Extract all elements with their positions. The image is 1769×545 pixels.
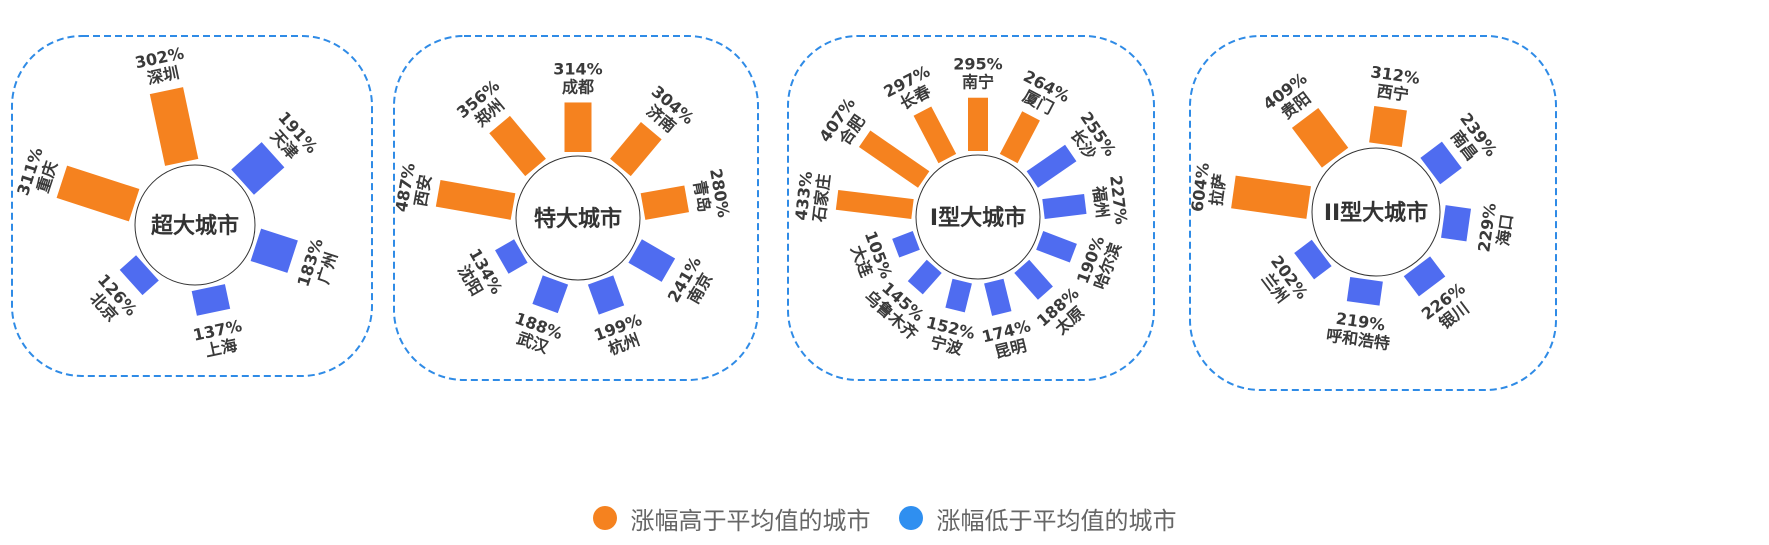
bar — [250, 228, 298, 273]
bar-city-label: 海口 — [1493, 213, 1516, 247]
panel-frame — [393, 35, 759, 381]
bar — [435, 180, 516, 220]
bar — [945, 278, 972, 313]
bar-value-label: 314% — [553, 60, 602, 79]
bar — [984, 278, 1012, 316]
bar-label: 183%广州 — [293, 236, 343, 294]
bar — [640, 185, 690, 220]
bar-city-label: 福州 — [1089, 184, 1112, 219]
bar — [564, 102, 592, 152]
legend-label-below: 涨幅低于平均值的城市 — [936, 506, 1177, 535]
chart-title: 超大城市 — [151, 213, 239, 239]
bar — [892, 231, 920, 258]
bar — [1291, 107, 1349, 168]
bar — [1441, 205, 1472, 242]
bar — [1369, 105, 1407, 147]
bar-city-label: 青岛 — [690, 179, 714, 214]
legend: 涨幅高于平均值的城市 涨幅低于平均值的城市 — [0, 498, 1769, 538]
center-circle — [515, 155, 641, 281]
bar-value-label: 295% — [953, 55, 1002, 74]
bar — [1042, 194, 1087, 219]
bar-label: 174%昆明 — [980, 316, 1037, 364]
chart-title: 特大城市 — [534, 206, 622, 232]
bar — [628, 239, 676, 282]
bar — [968, 97, 988, 151]
bar-label: 295%南宁 — [953, 55, 1002, 92]
bar — [858, 130, 930, 188]
bar-label: 314%成都 — [553, 60, 602, 97]
panel-frame — [1189, 35, 1557, 391]
panel-frame — [11, 35, 373, 377]
bar-label: 199%杭州 — [591, 310, 650, 362]
chart-title: I型大城市 — [930, 205, 1026, 231]
bar-city-label: 拉萨 — [1206, 173, 1229, 207]
bar — [1014, 259, 1053, 300]
legend-item-below: 涨幅低于平均值的城市 — [898, 501, 1177, 536]
center-circle — [1311, 147, 1441, 277]
bar-label: 311%重庆 — [13, 145, 63, 203]
bar — [1403, 256, 1446, 297]
bar-label: 280%青岛 — [688, 167, 733, 222]
bar — [913, 106, 957, 164]
bar — [231, 142, 285, 195]
bar-label: 190%哈尔滨 — [1073, 233, 1125, 292]
bar-label: 487%西安 — [392, 162, 437, 217]
bar-label: 433%石家庄 — [791, 170, 834, 224]
bar — [149, 87, 199, 166]
bar-label: 604%拉萨 — [1187, 161, 1231, 215]
bar-label: 302%深圳 — [133, 43, 189, 89]
bar — [495, 239, 528, 274]
bar — [1346, 277, 1383, 306]
bar-city-label: 南宁 — [962, 73, 994, 92]
bar-city-label: 成都 — [562, 78, 594, 97]
bar — [191, 284, 231, 316]
bar-city-label: 西宁 — [1376, 81, 1410, 104]
panel-frame — [787, 35, 1155, 381]
bar — [1294, 239, 1332, 280]
bar-label: 105%大连 — [844, 228, 896, 287]
bar — [1420, 141, 1462, 185]
bar — [1036, 231, 1077, 263]
legend-label-above: 涨幅高于平均值的城市 — [630, 506, 871, 535]
bar — [1231, 175, 1311, 219]
center-circle — [915, 154, 1041, 280]
bar — [119, 255, 159, 296]
bar-label: 188%武汉 — [506, 308, 565, 360]
legend-marker-below — [898, 506, 923, 530]
bar — [610, 121, 662, 177]
chart-title: II型大城市 — [1324, 200, 1428, 226]
bar — [587, 275, 625, 315]
chart-panel: II型大城市312%西宁239%南昌229%海口226%银川219%呼和浩特20… — [1187, 35, 1557, 391]
bar — [907, 259, 942, 295]
bar-label: 152%宁波 — [920, 313, 977, 361]
bar — [532, 275, 569, 314]
bar-city-label: 西安 — [411, 173, 435, 208]
bar-label: 137%上海 — [191, 316, 247, 362]
bar-label: 312%西宁 — [1367, 62, 1421, 106]
bar-label: 227%福州 — [1088, 174, 1131, 228]
legend-item-above: 涨幅高于平均值的城市 — [592, 501, 871, 536]
bar-label: 219%呼和浩特 — [1325, 308, 1394, 354]
bar — [489, 115, 546, 177]
legend-marker-above — [592, 506, 617, 530]
bar — [56, 165, 140, 222]
bar — [835, 189, 914, 219]
bar — [1026, 144, 1077, 188]
center-circle — [134, 164, 256, 286]
bar-label: 229%海口 — [1474, 202, 1518, 256]
bar — [999, 111, 1040, 164]
